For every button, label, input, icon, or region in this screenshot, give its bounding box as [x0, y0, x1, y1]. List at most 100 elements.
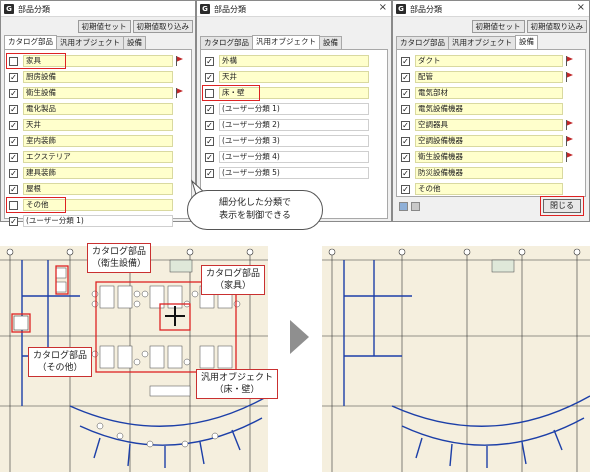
checkbox[interactable]: ✓ [401, 105, 410, 114]
category-name-field[interactable]: 電化製品 [23, 103, 173, 115]
load-defaults-button[interactable]: 初期値取り込み [132, 20, 193, 33]
close-icon[interactable]: × [378, 2, 387, 13]
label-other: カタログ部品 （その他） [28, 347, 93, 377]
category-name-field[interactable]: 電気部材 [415, 87, 563, 99]
checkbox[interactable]: ✓ [401, 73, 410, 82]
reset-defaults-button[interactable]: 初期値セット [77, 20, 131, 33]
grid-lines [322, 252, 590, 472]
other-item [13, 315, 29, 331]
category-name-field[interactable]: 家具 [23, 55, 173, 67]
close-button-highlight [540, 196, 584, 216]
category-name-field[interactable]: 室内装飾 [23, 135, 173, 147]
flag-icon[interactable] [566, 152, 575, 162]
load-defaults-button[interactable]: 初期値取り込み [526, 20, 587, 33]
arrow-right-icon [290, 320, 309, 354]
category-name-field[interactable]: 衛生設備 [23, 87, 173, 99]
checkbox[interactable]: ✓ [9, 153, 18, 162]
close-button[interactable]: 閉じる [543, 199, 581, 213]
checkbox[interactable]: ✓ [9, 217, 18, 226]
checkbox[interactable]: ✓ [401, 89, 410, 98]
checkbox[interactable]: ✓ [401, 169, 410, 178]
checkbox[interactable]: ✓ [401, 57, 410, 66]
category-name-field[interactable]: (ユーザー分類 3) [219, 135, 369, 147]
unchecked-highlight [6, 53, 66, 69]
checkbox[interactable]: ✓ [9, 121, 18, 130]
checkbox[interactable]: ✓ [401, 153, 410, 162]
tab-general-object[interactable]: 汎用オブジェクト [252, 35, 320, 49]
dialog-catalog-parts: G 部品分類 カタログ部品 汎用オブジェクト 設備 家具 ✓ 厨房設備 ✓ 衛生設備 ✓ 電… [0, 0, 196, 227]
category-name-field[interactable]: 建具装飾 [23, 167, 173, 179]
titlebar: G 部品分類 × [197, 1, 391, 17]
checkbox[interactable] [9, 201, 18, 210]
category-name-field[interactable]: エクステリア [23, 151, 173, 163]
category-name-field[interactable]: 電気設備機器 [415, 103, 563, 115]
label-sanitary: カタログ部品 （衛生設備） [87, 243, 152, 273]
tab-catalog-parts[interactable]: カタログ部品 [4, 35, 57, 49]
tab-strip: カタログ部品 汎用オブジェクト 設備 [396, 35, 538, 49]
checkbox[interactable]: ✓ [401, 121, 410, 130]
flag-icon[interactable] [566, 120, 575, 130]
category-name-field[interactable]: ダクト [415, 55, 563, 67]
flag-icon[interactable] [566, 56, 575, 66]
titlebar: G 部品分類 [1, 1, 195, 17]
category-name-field[interactable]: 空調設備機器 [415, 135, 563, 147]
checkbox[interactable]: ✓ [401, 137, 410, 146]
floor-area [322, 246, 590, 472]
category-name-field[interactable]: 屋根 [23, 183, 173, 195]
checkbox[interactable]: ✓ [205, 121, 214, 130]
dialog-title: 部品分類 [214, 5, 246, 14]
flag-icon[interactable] [566, 72, 575, 82]
checkbox[interactable]: ✓ [9, 73, 18, 82]
category-name-field[interactable]: 空調器具 [415, 119, 563, 131]
category-name-field[interactable]: その他 [415, 183, 563, 195]
checkbox[interactable]: ✓ [9, 89, 18, 98]
flag-icon[interactable] [566, 136, 575, 146]
tab-catalog-parts[interactable]: カタログ部品 [396, 36, 449, 49]
checkbox[interactable]: ✓ [401, 185, 410, 194]
category-name-field[interactable]: (ユーザー分類 1) [219, 103, 369, 115]
tab-catalog-parts[interactable]: カタログ部品 [200, 36, 253, 49]
category-name-field[interactable]: 防災設備機器 [415, 167, 563, 179]
category-name-field[interactable]: (ユーザー分類 2) [219, 119, 369, 131]
grid-markers [328, 248, 581, 256]
flag-icon[interactable] [176, 88, 185, 98]
checkbox[interactable]: ✓ [205, 57, 214, 66]
category-name-field[interactable]: 天井 [219, 71, 369, 83]
layer-icon[interactable] [411, 202, 420, 211]
tab-general-object[interactable]: 汎用オブジェクト [56, 36, 124, 49]
checkbox[interactable]: ✓ [9, 137, 18, 146]
category-name-field[interactable]: 衛生設備機器 [415, 151, 563, 163]
checkbox[interactable]: ✓ [205, 73, 214, 82]
checkbox[interactable]: ✓ [205, 169, 214, 178]
item-list-panel: ✓ ダクト ✓ 配管 ✓ 電気部材 ✓ 電気設備機器 ✓ 空調器具 ✓ 空調設備機器 ✓ 衛生設備機器 ✓ 防… [396, 49, 586, 197]
toolbar: 初期値セット 初期値取り込み [471, 20, 587, 33]
category-name-field[interactable]: 厨房設備 [23, 71, 173, 83]
checkbox[interactable] [205, 89, 214, 98]
close-icon[interactable]: × [576, 2, 585, 13]
checkbox[interactable] [9, 57, 18, 66]
category-name-field[interactable]: 天井 [23, 119, 173, 131]
tab-strip: カタログ部品 汎用オブジェクト 設備 [200, 35, 342, 49]
tab-equipment[interactable]: 設備 [319, 36, 342, 49]
checkbox[interactable]: ✓ [205, 137, 214, 146]
tab-general-object[interactable]: 汎用オブジェクト [448, 36, 516, 49]
checkbox[interactable]: ✓ [9, 105, 18, 114]
checkbox[interactable]: ✓ [205, 153, 214, 162]
dialog-general-object: G 部品分類 × 初期値セット 初期値取り込み カタログ部品 汎用オブジェクト … [77, 0, 392, 222]
reset-defaults-button[interactable]: 初期値セット [471, 20, 525, 33]
category-name-field[interactable]: その他 [23, 199, 173, 211]
app-icon: G [396, 4, 406, 14]
view-icon[interactable] [399, 202, 408, 211]
checkbox[interactable]: ✓ [9, 169, 18, 178]
checkbox[interactable]: ✓ [205, 105, 214, 114]
tab-equipment[interactable]: 設備 [123, 36, 146, 49]
category-name-field[interactable]: (ユーザー分類 5) [219, 167, 369, 179]
category-name-field[interactable]: 配管 [415, 71, 563, 83]
tab-equipment[interactable]: 設備 [515, 35, 538, 49]
category-name-field[interactable]: 床・壁 [219, 87, 369, 99]
category-name-field[interactable]: 外構 [219, 55, 369, 67]
category-name-field[interactable]: (ユーザー分類 1) [23, 215, 173, 227]
checkbox[interactable]: ✓ [9, 185, 18, 194]
flag-icon[interactable] [176, 56, 185, 66]
category-name-field[interactable]: (ユーザー分類 4) [219, 151, 369, 163]
